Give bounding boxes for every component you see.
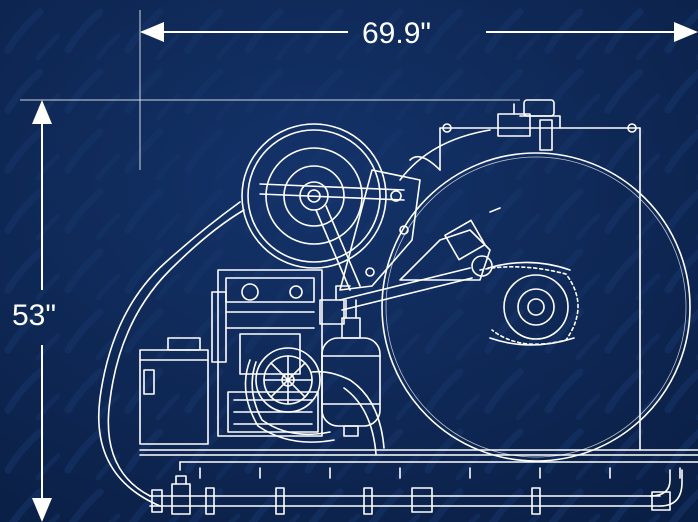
reel-crank xyxy=(339,207,501,311)
height-dimension-label: 53" xyxy=(12,299,57,332)
accumulator xyxy=(321,299,381,437)
battery xyxy=(139,337,209,445)
skid-base xyxy=(139,449,698,479)
pump xyxy=(244,347,335,443)
sprayer-machine xyxy=(98,99,698,515)
width-dimension xyxy=(139,10,698,170)
engine xyxy=(211,269,351,437)
small-reel xyxy=(241,123,421,291)
hose xyxy=(98,155,441,507)
tank xyxy=(399,99,641,451)
width-dimension-label: 69.9" xyxy=(362,17,432,50)
bottom-plumbing xyxy=(149,469,683,515)
large-reel xyxy=(381,152,691,462)
height-dimension xyxy=(20,99,520,522)
